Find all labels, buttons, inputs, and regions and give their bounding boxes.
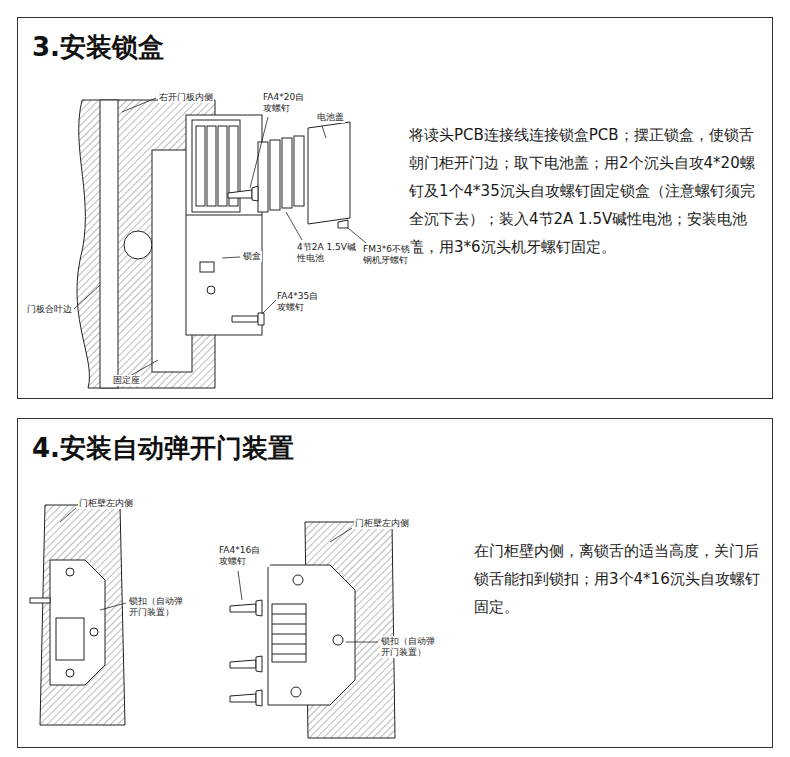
part-label: 4节2A 1.5V碱性电池 [296,242,358,264]
part-label: 右开门板内侧 [158,92,214,103]
step-panel: 4.安装自动弹开门装置在门柜壁内侧，离锁舌的适当高度，关门后锁舌能扣到锁扣；用3… [17,418,773,748]
step-title: 3.安装锁盒 [32,32,164,63]
part-label: 锁扣（自动弹开门装置） [380,636,440,658]
part-label: FA4*35自攻螺钉 [276,291,328,313]
screws [230,600,262,706]
step-text: 在门柜壁内侧，离锁舌的适当高度，关门后锁舌能扣到锁扣；用3个4*16沉头自攻螺钉… [474,537,764,621]
lock-box [186,115,262,335]
step-text: 将读头PCB连接线连接锁盒PCB；摆正锁盒，使锁舌朝门柜开门边；取下电池盖；用2… [409,121,761,261]
part-label: FA4*20自攻螺钉 [262,92,314,114]
part-label: 门柜壁左内侧 [78,498,134,509]
part-label: FM3*6不锈钢机牙螺钉 [362,244,414,266]
latch [30,560,355,705]
batteries [258,136,304,212]
part-label: 锁扣（自动弹开门装置） [128,596,188,618]
battery-cover [308,122,350,224]
step-title: 4.安装自动弹开门装置 [32,433,294,464]
part-label: FA4*16自攻螺钉 [218,545,270,567]
step-panel: 3.安装锁盒将读头PCB连接线连接锁盒PCB；摆正锁盒，使锁舌朝门柜开门边；取下… [17,17,773,399]
cabinet-wall [40,505,395,738]
part-label: 电池盖 [316,112,345,123]
part-label: 门柜壁左内侧 [354,518,410,529]
part-label: 固定座 [112,375,141,386]
part-label: 门板合叶边 [26,304,73,315]
leader-lines [74,98,366,377]
part-label: 锁盒 [242,251,262,262]
leader-lines [60,508,378,642]
